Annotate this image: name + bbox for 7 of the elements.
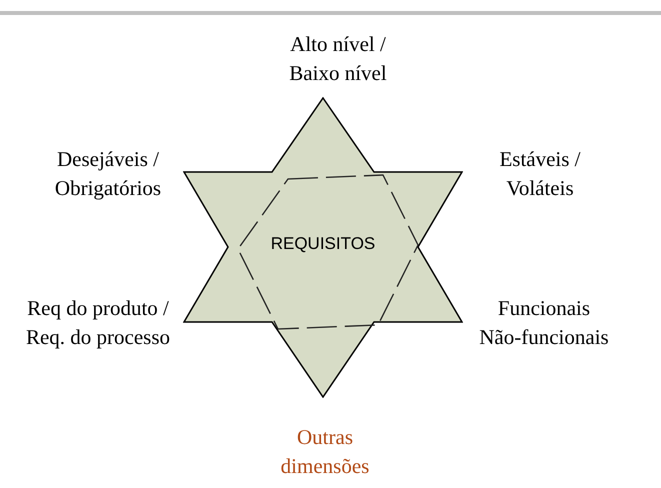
dimension-label: Outras dimensões bbox=[280, 424, 370, 480]
dimension-label: Alto nível / Baixo nível bbox=[288, 31, 388, 87]
dimension-label: Funcionais Não-funcionais bbox=[478, 295, 610, 351]
node-label: REQUISITOS bbox=[270, 233, 376, 255]
dimension-label: Desejáveis / Obrigatórios bbox=[54, 146, 162, 202]
dimension-label: Req do produto / Req. do processo bbox=[24, 295, 172, 351]
dimension-label: Estáveis / Voláteis bbox=[498, 146, 582, 202]
